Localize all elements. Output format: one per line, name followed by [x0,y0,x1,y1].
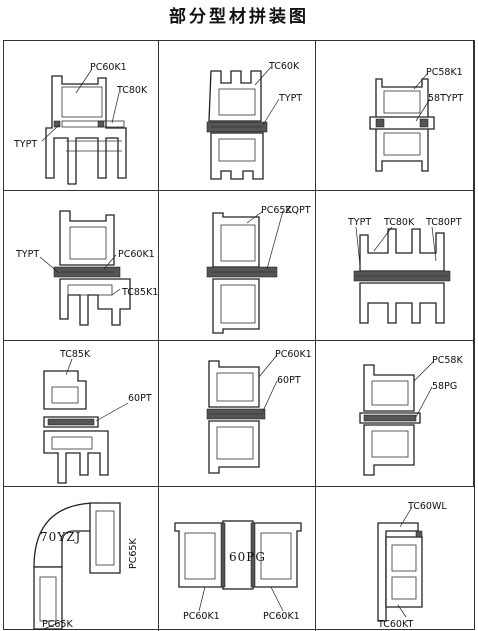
label-tc60k: TC60K [268,61,300,72]
page-title: 部分型材拼装图 [169,7,309,27]
label-pc65k: PC65K [261,205,292,216]
profile-drawing-7: TC85K 60PT [43,349,152,484]
assembly-cell-3: PC58K1 58TYPT [316,41,474,191]
label-58typt: 58TYPT [428,93,463,104]
profile-drawing-3: PC58K1 58TYPT [369,67,463,172]
assembly-cell-6: TYPT TC80K TC80PT [316,191,474,341]
profile-drawing-8: PC60K1 60PT [206,349,312,474]
label-60pg: 60PG [229,550,266,564]
label-tc80pt: TC80PT [425,217,462,228]
assembly-cell-10: 70YZJ PC65K PC65K [4,487,159,631]
assembly-cell-7: TC85K 60PT [4,341,159,487]
assembly-cell-1: PC60K1 TC80K TYPT [4,41,159,191]
label-zqpt: ZQPT [285,205,311,216]
label-typt: TYPT [278,93,302,104]
label-58pg: 58PG [432,381,457,392]
label-pc60k1: PC60K1 [90,62,127,73]
label-pc60k1: PC60K1 [118,249,155,260]
label-pc58k: PC58K [432,355,463,366]
label-70yzj: 70YZJ [40,530,81,544]
label-60pt: 60PT [128,393,152,404]
label-pc65k: PC65K [42,619,73,630]
assembly-cell-9: PC58K 58PG [316,341,474,487]
profile-drawing-10: 70YZJ PC65K PC65K [33,502,139,630]
label-tc85k1: TC85K1 [121,287,158,298]
label-pc58k1: PC58K1 [426,67,463,78]
assembly-cell-4: TYPT PC60K1 TC85K1 [4,191,159,341]
label-typt: TYPT [347,217,371,228]
profile-drawing-9: PC58K 58PG [359,355,463,476]
profile-drawing-11: 60PG PC60K1 PC60K1 [174,520,302,622]
assembly-cell-12: TC60WL TC60KT [316,487,474,631]
label-pc65k-vertical: PC65K [128,538,139,569]
label-tc60kt: TC60KT [377,619,413,630]
assembly-diagram-grid: PC60K1 TC80K TYPT TC60K TYPT [3,40,475,631]
label-typt: TYPT [15,249,39,260]
label-typt: TYPT [13,139,37,150]
profile-drawing-5: PC65K ZQPT [206,205,311,334]
profile-drawing-12: TC60WL TC60KT [377,501,447,630]
assembly-cell-11: 60PG PC60K1 PC60K1 [159,487,316,631]
assembly-cell-5: PC65K ZQPT [159,191,316,341]
profile-drawing-2: TC60K TYPT [206,61,302,180]
label-pc60k1-right: PC60K1 [263,611,300,622]
label-tc80k: TC80K [383,217,415,228]
assembly-cell-8: PC60K1 60PT [159,341,316,487]
profile-drawing-4: TYPT PC60K1 TC85K1 [15,210,158,326]
label-pc60k1: PC60K1 [275,349,312,360]
assembly-cell-2: TC60K TYPT [159,41,316,191]
label-tc80k: TC80K [116,85,148,96]
label-tc60wl: TC60WL [407,501,447,512]
profile-drawing-6: TYPT TC80K TC80PT [347,217,462,324]
label-pc60k1-left: PC60K1 [183,611,220,622]
label-60pt: 60PT [277,375,301,386]
profile-drawing-1: PC60K1 TC80K TYPT [13,62,148,185]
label-tc85k: TC85K [59,349,91,360]
